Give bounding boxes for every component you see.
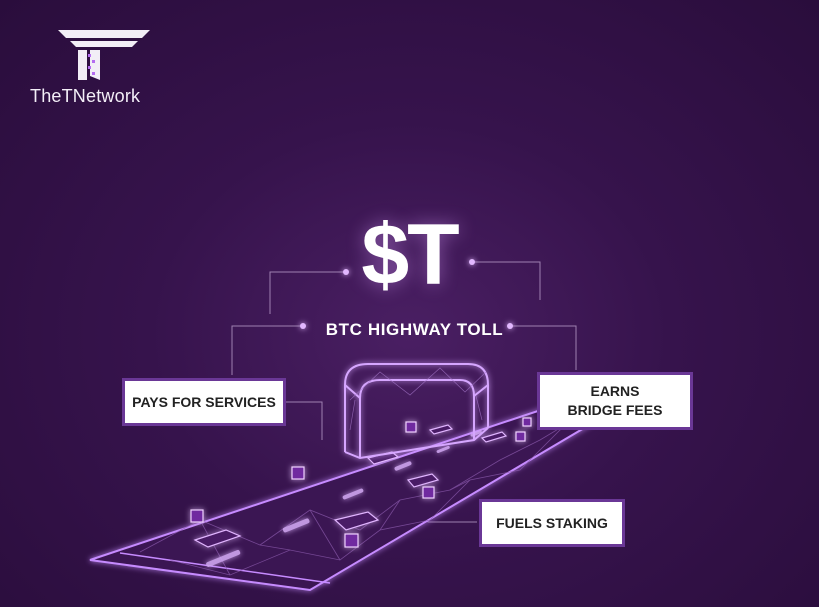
pays-for-services-label: PAYS FOR SERVICES: [132, 393, 276, 410]
glow-cubes: [190, 417, 532, 548]
lane-markings: [206, 430, 482, 567]
highway-toll-heading: BTC HIGHWAY TOLL: [325, 320, 504, 339]
connector-dots: [300, 259, 513, 329]
toll-gate-mesh: [349, 367, 487, 431]
toll-gate: [344, 363, 489, 460]
pays-for-services-callout: PAYS FOR SERVICES: [122, 378, 286, 426]
earns-bridge-fees-callout: EARNS BRIDGE FEES: [537, 372, 693, 430]
brand-logo: [54, 28, 154, 108]
earns-label: EARNS: [590, 383, 640, 400]
vehicles: [193, 424, 508, 548]
token-symbol: $T: [361, 207, 459, 303]
brand-name: TheTNetwork: [30, 86, 141, 106]
bridge-fees-label: BRIDGE FEES: [567, 402, 663, 418]
fuels-staking-callout: FUELS STAKING: [479, 499, 625, 547]
fuels-staking-label: FUELS STAKING: [496, 514, 608, 531]
